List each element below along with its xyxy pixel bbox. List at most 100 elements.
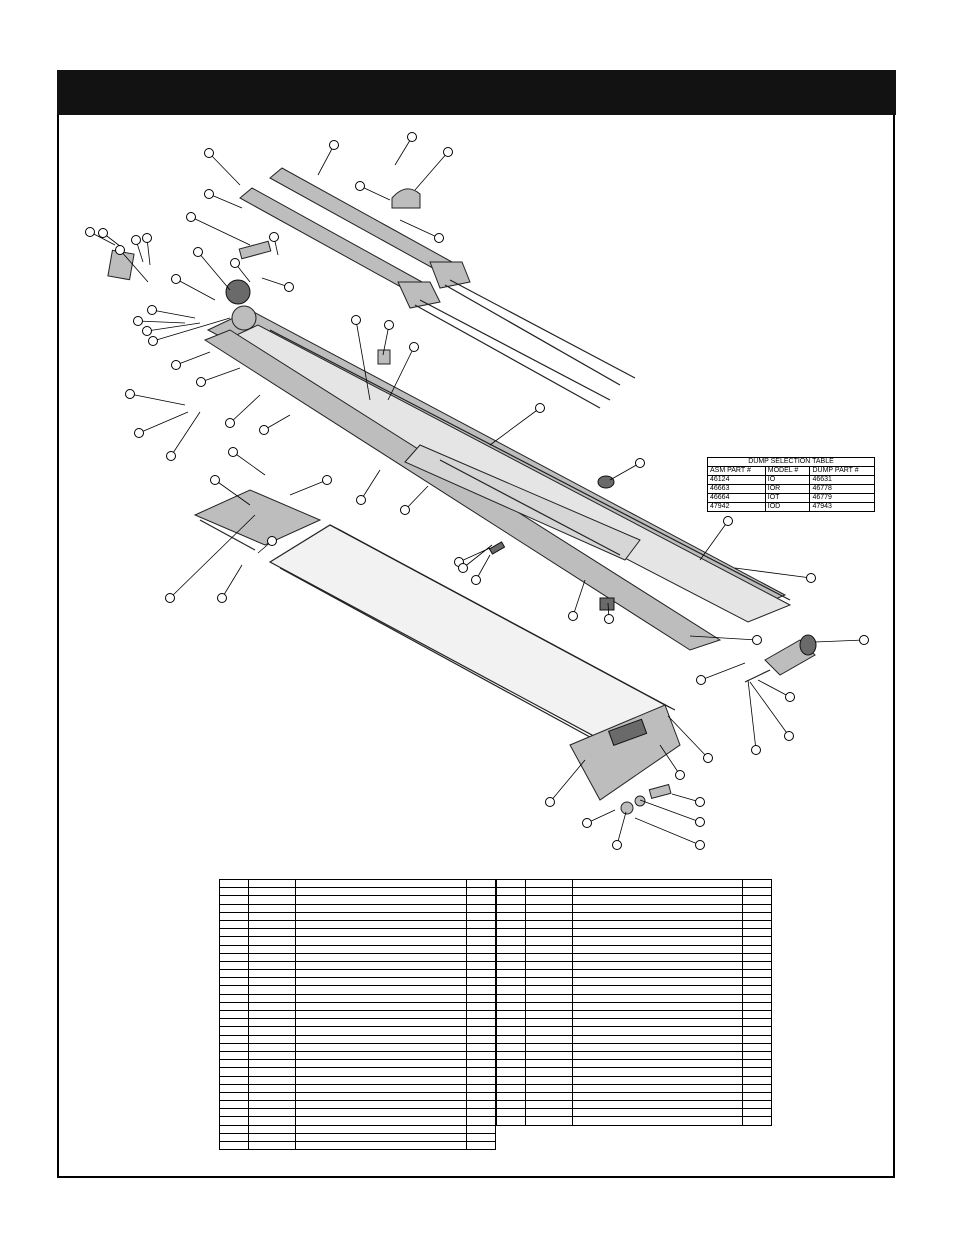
table-row — [496, 1034, 772, 1044]
table-row — [496, 1001, 772, 1012]
table-cell — [742, 887, 772, 897]
table-cell — [496, 887, 526, 897]
table-cell — [466, 936, 496, 946]
table-cell — [219, 1050, 249, 1061]
dump-table-header: DUMP PART # — [809, 466, 875, 476]
table-cell — [466, 1124, 496, 1134]
table-cell — [466, 903, 496, 913]
table-cell — [572, 928, 743, 938]
table-cell — [219, 1100, 249, 1110]
callout-leader-line — [229, 394, 261, 424]
table-cell — [525, 985, 573, 995]
table-cell — [248, 944, 296, 954]
table-row — [496, 1009, 772, 1020]
table-cell — [496, 878, 526, 889]
table-row — [496, 944, 772, 954]
table-cell — [295, 1034, 467, 1044]
table-cell — [496, 985, 526, 995]
table-cell — [525, 944, 573, 954]
table-cell — [466, 1009, 496, 1020]
table-cell — [219, 1018, 249, 1028]
table-cell — [248, 960, 296, 971]
table-cell — [466, 1108, 496, 1118]
callout-leader-line — [404, 485, 429, 511]
table-cell — [219, 1026, 249, 1036]
table-cell — [295, 1001, 467, 1012]
table-cell — [572, 919, 743, 930]
table-row — [219, 985, 496, 995]
table-cell — [219, 1059, 249, 1069]
callout-balloon — [329, 140, 339, 150]
table-cell — [525, 1075, 573, 1085]
table-row — [219, 969, 496, 979]
table-cell — [496, 952, 526, 962]
table-cell — [219, 1124, 249, 1134]
table-cell — [572, 895, 743, 905]
table-cell — [219, 1075, 249, 1085]
table-cell — [219, 1042, 249, 1052]
table-cell — [572, 993, 743, 1003]
table-cell — [466, 985, 496, 995]
table-cell — [466, 1140, 496, 1151]
roller-part — [225, 279, 251, 305]
callout-balloon — [612, 840, 622, 850]
table-cell — [248, 1067, 296, 1077]
table-row — [496, 936, 772, 946]
table-cell — [219, 1132, 249, 1143]
table-row — [496, 928, 772, 938]
table-cell — [295, 985, 467, 995]
table-cell: 47943 — [809, 502, 875, 512]
table-cell — [466, 969, 496, 979]
callout-leader-line — [137, 320, 186, 324]
washer-part-2 — [634, 795, 646, 807]
latch-cylinder-end — [799, 634, 817, 656]
table-cell — [742, 944, 772, 954]
table-cell — [496, 1108, 526, 1118]
table-cell — [742, 960, 772, 971]
table-cell — [496, 1116, 526, 1126]
table-cell — [219, 919, 249, 930]
table-cell — [742, 1018, 772, 1028]
table-cell: IO — [764, 475, 811, 485]
table-cell — [572, 1100, 743, 1110]
table-cell — [466, 911, 496, 921]
table-cell — [572, 911, 743, 921]
callout-leader-line — [462, 544, 493, 569]
table-cell — [496, 1026, 526, 1036]
table-cell — [248, 936, 296, 946]
callout-leader-line — [151, 309, 196, 319]
table-cell — [466, 977, 496, 987]
table-cell — [742, 969, 772, 979]
table-cell — [248, 1059, 296, 1069]
dump-selection-table: DUMP SELECTION TABLE ASM PART # MODEL # … — [707, 457, 875, 512]
table-cell: 47942 — [707, 502, 766, 512]
table-row: 46664 IOT 46779 — [707, 493, 875, 503]
table-cell — [496, 993, 526, 1003]
table-cell — [295, 928, 467, 938]
callout-leader-line — [197, 251, 231, 291]
table-cell — [742, 1108, 772, 1118]
table-cell — [295, 1108, 467, 1118]
table-cell — [248, 1116, 296, 1126]
table-cell — [742, 1009, 772, 1020]
table-cell: 46124 — [707, 475, 766, 485]
callout-balloon — [400, 505, 410, 515]
callout-balloon — [723, 516, 733, 526]
table-row — [496, 1050, 772, 1061]
table-row — [496, 1091, 772, 1102]
table-cell — [466, 944, 496, 954]
table-cell — [572, 960, 743, 971]
table-cell — [248, 1075, 296, 1085]
table-row — [219, 1140, 496, 1151]
callout-leader-line — [667, 715, 709, 759]
table-row — [219, 1042, 496, 1052]
callout-balloon — [356, 495, 366, 505]
callout-leader-line — [129, 393, 186, 406]
table-cell — [496, 1018, 526, 1028]
clamp-part — [391, 188, 421, 209]
callout-balloon — [267, 536, 277, 546]
spacer-part — [597, 475, 615, 489]
table-cell — [572, 1108, 743, 1118]
table-cell — [248, 993, 296, 1003]
table-cell — [742, 1083, 772, 1093]
